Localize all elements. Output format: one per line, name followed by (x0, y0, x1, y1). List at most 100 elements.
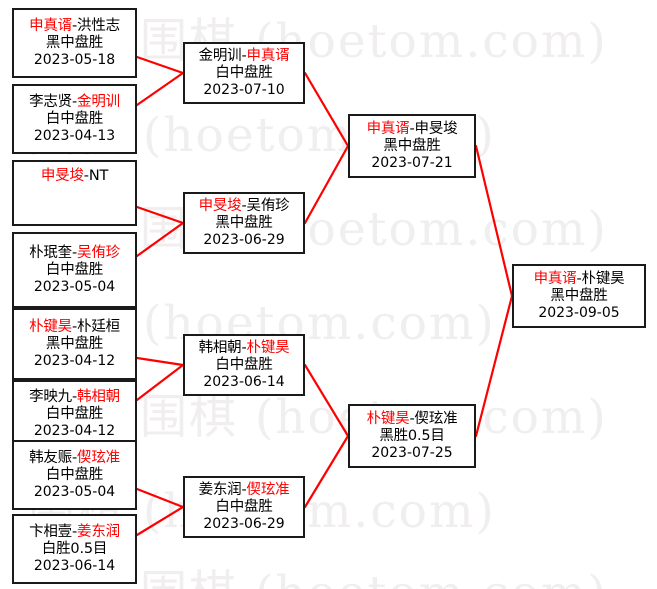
connector-line (303, 363, 350, 438)
match-players: 申旻埈-吴侑珍 (187, 198, 301, 215)
match-date: 2023-06-29 (203, 231, 285, 248)
connector-line (135, 55, 185, 75)
connector-line (135, 221, 185, 258)
connector-line (303, 71, 350, 148)
match-players: 朴键昊-偰玹准 (352, 411, 472, 428)
match-date: 2023-07-21 (371, 154, 453, 171)
match-date: 2023-07-25 (371, 444, 453, 461)
match-loser-name: 洪性志 (77, 18, 120, 35)
connector-line (303, 144, 350, 225)
match-loser-name: 朴键昊 (581, 271, 625, 288)
match-players: 韩相朝-朴键昊 (187, 340, 301, 357)
match-date: 2023-05-18 (33, 51, 116, 68)
connector-line (135, 505, 185, 537)
match-players: 朴珉奎-吴侑珍 (16, 245, 133, 262)
match-date: 2023-04-12 (33, 422, 116, 439)
match-date: 2023-09-05 (538, 304, 620, 321)
match-name-separator: - (241, 48, 247, 65)
match-winner-name: 吴侑珍 (77, 245, 120, 262)
match-result: 白中盘胜 (215, 498, 273, 515)
match-name-separator: - (71, 319, 78, 336)
watermark-text: 围棋 (hoetom.com) (140, 570, 608, 589)
match-winner-name: 申旻埈 (40, 168, 84, 184)
match-players: 申真谞-朴键昊 (516, 271, 642, 288)
match-name-separator: - (83, 168, 89, 184)
match-winner-name: 申旻埈 (198, 198, 242, 215)
connector-line (135, 205, 185, 225)
match-winner-name: 朴键昊 (29, 319, 72, 336)
match-winner-name: 申真谞 (246, 48, 290, 65)
match-date: 2023-06-14 (203, 373, 285, 390)
match-result: 白中盘胜 (215, 356, 273, 373)
match-result: 黑中盘胜 (215, 214, 273, 231)
connector-line (135, 356, 185, 367)
match-result: 黑中盘胜 (45, 335, 104, 352)
match-loser-name: 李映九 (29, 389, 72, 406)
match-name-separator: - (71, 450, 78, 467)
match-winner-name: 申真谞 (533, 271, 577, 288)
match-winner-name: 姜东润 (77, 524, 120, 541)
match-players: 姜东润-偰玹准 (187, 482, 301, 499)
match-result: 白中盘胜 (45, 261, 104, 278)
connector-line (135, 487, 185, 509)
match-date: 2023-07-10 (203, 81, 285, 98)
match-name-separator: - (71, 18, 78, 35)
match-players: 卞相壹-姜东润 (16, 524, 133, 541)
match-name-separator: - (409, 121, 415, 138)
match-result: 白中盘胜 (45, 405, 104, 422)
match-players: 申真谞-申旻埈 (352, 121, 472, 138)
connector-line (135, 71, 185, 107)
match-result: 白胜0.5目 (41, 540, 108, 557)
match-name-separator: - (409, 411, 415, 428)
match-name-separator: - (241, 340, 247, 357)
connector-line (474, 144, 514, 298)
match-result: 白中盘胜 (45, 110, 104, 127)
match-loser-name: NT (88, 168, 109, 184)
match-winner-name: 申真谞 (29, 18, 72, 35)
match-players: 李映九-韩相朝 (16, 389, 133, 406)
match-name-separator: - (71, 94, 78, 111)
match-date: 2023-06-29 (203, 515, 285, 532)
match-result: 白中盘胜 (215, 64, 273, 81)
match-loser-name: 韩友赈 (29, 450, 72, 467)
match-loser-name: 偰玹准 (414, 411, 458, 428)
match-date: 2023-06-14 (33, 557, 116, 574)
match-result: 黑中盘胜 (550, 287, 608, 304)
match-box-r1m3[interactable]: 申旻埈-NT (12, 160, 137, 226)
match-result: 黑中盘胜 (383, 137, 441, 154)
match-result: 黑胜0.5目 (379, 427, 445, 444)
connector-line (303, 434, 350, 509)
match-winner-name: 偰玹准 (246, 482, 290, 499)
match-name-separator: - (71, 245, 78, 262)
match-winner-name: 朴键昊 (246, 340, 290, 357)
match-winner-name: 朴键昊 (366, 411, 410, 428)
match-name-separator: - (241, 482, 247, 499)
match-loser-name: 吴侑珍 (246, 198, 290, 215)
match-loser-name: 金明训 (198, 48, 242, 65)
match-date: 2023-05-04 (33, 278, 116, 295)
match-winner-name: 申真谞 (366, 121, 410, 138)
connector-line (135, 363, 185, 402)
connector-line (474, 294, 514, 438)
match-date: 2023-05-04 (33, 483, 116, 500)
match-loser-name: 韩相朝 (198, 340, 242, 357)
match-loser-name: 卞相壹 (29, 524, 72, 541)
match-name-separator: - (71, 389, 78, 406)
match-name-separator: - (241, 198, 247, 215)
match-name-separator: - (71, 524, 78, 541)
